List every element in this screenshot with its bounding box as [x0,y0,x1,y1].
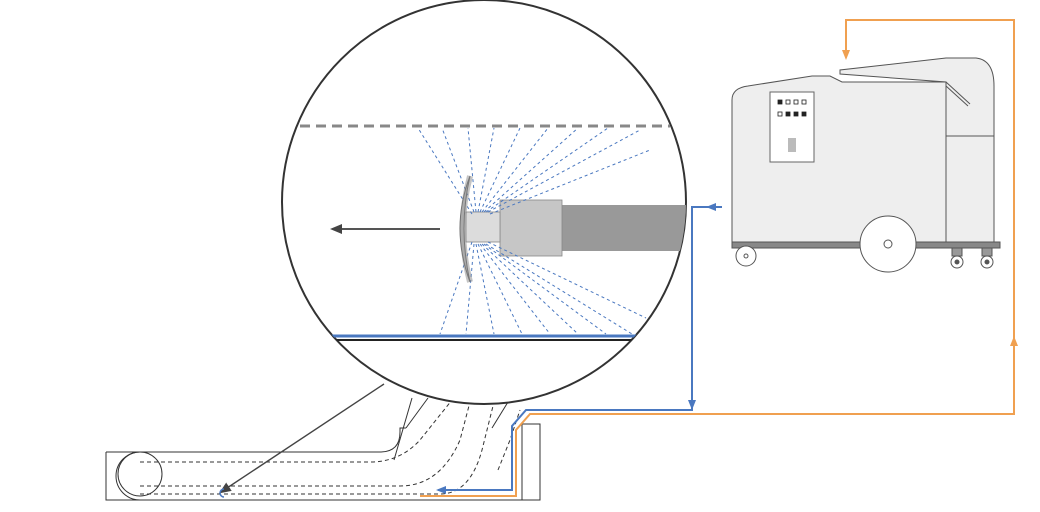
unit-side-cabinet [945,135,995,245]
magnified-view [281,0,687,405]
return-arrow-up [1010,336,1018,346]
hose-neck [465,211,501,243]
unit-casters [950,247,994,269]
supply-arrow-down [688,400,696,410]
unit-front-wheel [735,245,757,267]
supply-arrow-to-nozzle [436,486,446,494]
pipe-inner-d [497,409,521,471]
supply-arrow-into-lens [706,203,716,211]
pipe-end-ring [117,451,163,497]
pipe-inner-c [140,401,495,495]
control-panel-indicators [777,99,807,117]
control-panel-switch [788,138,796,152]
pipe-wall-upper [140,427,406,453]
pipe-enclosure-outline [105,423,541,501]
unit-main-wheel [859,215,917,273]
pipe-inner-a [140,399,453,463]
supply-line [438,206,722,491]
pipe-wall-riser-b [491,401,509,429]
pipe-wall-riser-a [405,397,429,429]
cleaning-unit [731,57,1001,273]
magnifier-pointer-arrow [218,383,385,494]
spray-jets-top [417,127,651,215]
hose-coupling [499,199,563,257]
pipe-inner-b [140,401,471,487]
return-arrow-into-unit [842,50,850,60]
pipe-network [105,397,541,501]
hose-outer [562,205,686,251]
unit-main-body [731,75,947,245]
return-line [420,19,1015,497]
magnifier-connector [393,397,413,461]
nozzle-marker-icon [219,488,225,498]
spray-jets-bottom [439,241,647,335]
